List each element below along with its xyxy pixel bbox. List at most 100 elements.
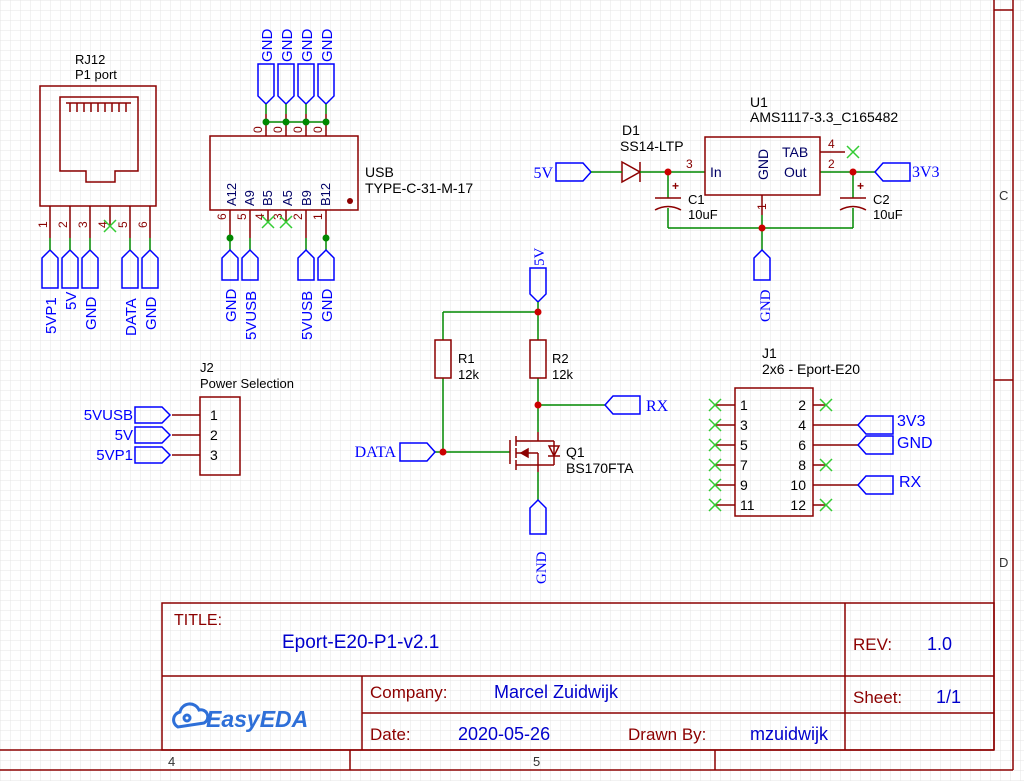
usb-top-pin: 0	[291, 126, 305, 133]
usb-top-pin: 0	[251, 126, 265, 133]
rev-value: 1.0	[927, 634, 952, 654]
net-gnd: GND	[534, 551, 550, 584]
svg-text:+: +	[672, 179, 679, 193]
no-connect-marker	[261, 215, 293, 229]
j1-left-pin: 7	[740, 457, 748, 473]
usb-ref: USB	[365, 164, 394, 180]
j2-name: Power Selection	[200, 376, 294, 391]
frame-col-5: 5	[533, 754, 540, 769]
r2-value: 12k	[552, 367, 573, 382]
u1-ref: U1	[750, 94, 768, 110]
net-rx: RX	[899, 474, 922, 491]
c2-ref: C2	[873, 192, 890, 207]
c1-capacitor	[654, 197, 682, 211]
j2-pin-1: 1	[210, 407, 218, 423]
net-data: DATA	[355, 444, 397, 461]
net-3v3: 3V3	[912, 164, 940, 181]
j1-right-pin: 8	[798, 457, 806, 473]
net-gnd: GND	[83, 297, 100, 331]
net-gnd: GND	[143, 297, 160, 331]
usb-bottom-pin: 3	[271, 213, 285, 220]
j1-right-pin: 12	[790, 497, 806, 513]
easyeda-logo: EasyEDA	[172, 702, 308, 732]
net-data: DATA	[123, 298, 140, 336]
d1-ref: D1	[622, 122, 640, 138]
r1-ref: R1	[458, 351, 475, 366]
title-block	[161, 602, 995, 751]
sheet-label: Sheet:	[853, 688, 902, 707]
j2-ref: J2	[200, 360, 214, 375]
title-label: TITLE:	[174, 612, 222, 629]
j1-left-pin: 3	[740, 417, 748, 433]
regulator-section: U1 AMS1117-3.3_C165482 D1 SS14-LTP 5V	[533, 94, 939, 322]
net-gnd: GND	[758, 289, 774, 322]
rj12-pin-6: 6	[136, 221, 150, 228]
j2-net: 5VUSB	[84, 407, 133, 424]
usb-top-pin: 0	[271, 126, 285, 133]
j2-net: 5V	[115, 427, 133, 444]
drawn-value: mzuidwijk	[750, 724, 829, 744]
j2-pin-2: 2	[210, 427, 218, 443]
j1-right-pin: 6	[798, 437, 806, 453]
r1-value: 12k	[458, 367, 479, 382]
date-value: 2020-05-26	[458, 724, 550, 744]
usb-bottom-net: GND	[319, 289, 336, 323]
j1-name: 2x6 - Eport-E20	[762, 361, 860, 377]
usb-bottom-net: 5VUSB	[299, 291, 316, 340]
c2-capacitor	[839, 197, 867, 211]
usb-side-pin: A12	[224, 183, 239, 206]
rj12-ref: RJ12	[75, 52, 105, 67]
q1-ref: Q1	[566, 444, 585, 460]
u1-tab: TAB	[782, 144, 808, 160]
net-5v: 5V	[532, 248, 548, 267]
usb-bottom-pin: 2	[291, 213, 305, 220]
j1-ref: J1	[762, 345, 777, 361]
r1-resistor	[434, 339, 452, 379]
q1-name: BS170FTA	[566, 460, 634, 476]
usb-top-net-3: GND	[299, 29, 316, 63]
u1-pin-in: 3	[686, 157, 693, 171]
net-rx: RX	[646, 398, 669, 415]
logo-text: EasyEDA	[206, 706, 308, 732]
j2-pin-3: 3	[210, 447, 218, 463]
usb-side-pin: A9	[242, 190, 257, 206]
no-connect-marker	[708, 398, 833, 512]
frame-col-4: 4	[168, 754, 175, 769]
cloud-icon	[172, 702, 210, 729]
title-value: Eport-E20-P1-v2.1	[282, 632, 439, 653]
c1-value: 10uF	[688, 207, 718, 222]
date-label: Date:	[370, 725, 411, 744]
j1-right-pin: 10	[790, 477, 806, 493]
company-label: Company:	[370, 683, 447, 702]
c1-ref: C1	[688, 192, 705, 207]
rj12-pin-2: 2	[56, 221, 70, 228]
u1-name: AMS1117-3.3_C165482	[750, 109, 898, 125]
usb-name: TYPE-C-31-M-17	[365, 180, 473, 196]
usb-bottom-pin: 1	[311, 213, 325, 220]
svg-text:+: +	[857, 179, 864, 193]
j1-right-pin: 4	[798, 417, 806, 433]
no-connect-marker	[103, 219, 117, 233]
j1-header: J1 2x6 - Eport-E20 1 3 5 7 9 11 2 4 6 8 …	[708, 345, 933, 517]
usb-side-pin: B12	[318, 183, 333, 206]
frame-row-d: D	[999, 555, 1008, 570]
u1-pin-out: 2	[828, 157, 835, 171]
net-3v3: 3V3	[897, 413, 926, 430]
r2-resistor	[529, 339, 547, 379]
usb-bottom-pin: 6	[215, 213, 229, 220]
u1-pin-tab: 4	[828, 137, 835, 151]
c2-value: 10uF	[873, 207, 903, 222]
rj12-pin-3: 3	[76, 221, 90, 228]
net-5v: 5V	[63, 292, 80, 310]
usb-top-net-2: GND	[279, 29, 296, 63]
rev-label: REV:	[853, 635, 892, 654]
usb-side-pin: B5	[260, 190, 275, 206]
level-shifter: 5V R1 12k R2 12k RX DATA	[355, 248, 669, 585]
usb-bottom-net: GND	[223, 289, 240, 323]
net-gnd: GND	[897, 435, 933, 452]
sheet-value: 1/1	[936, 687, 961, 707]
frame-row-c: C	[999, 188, 1008, 203]
usb-top-net-1: GND	[259, 29, 276, 63]
